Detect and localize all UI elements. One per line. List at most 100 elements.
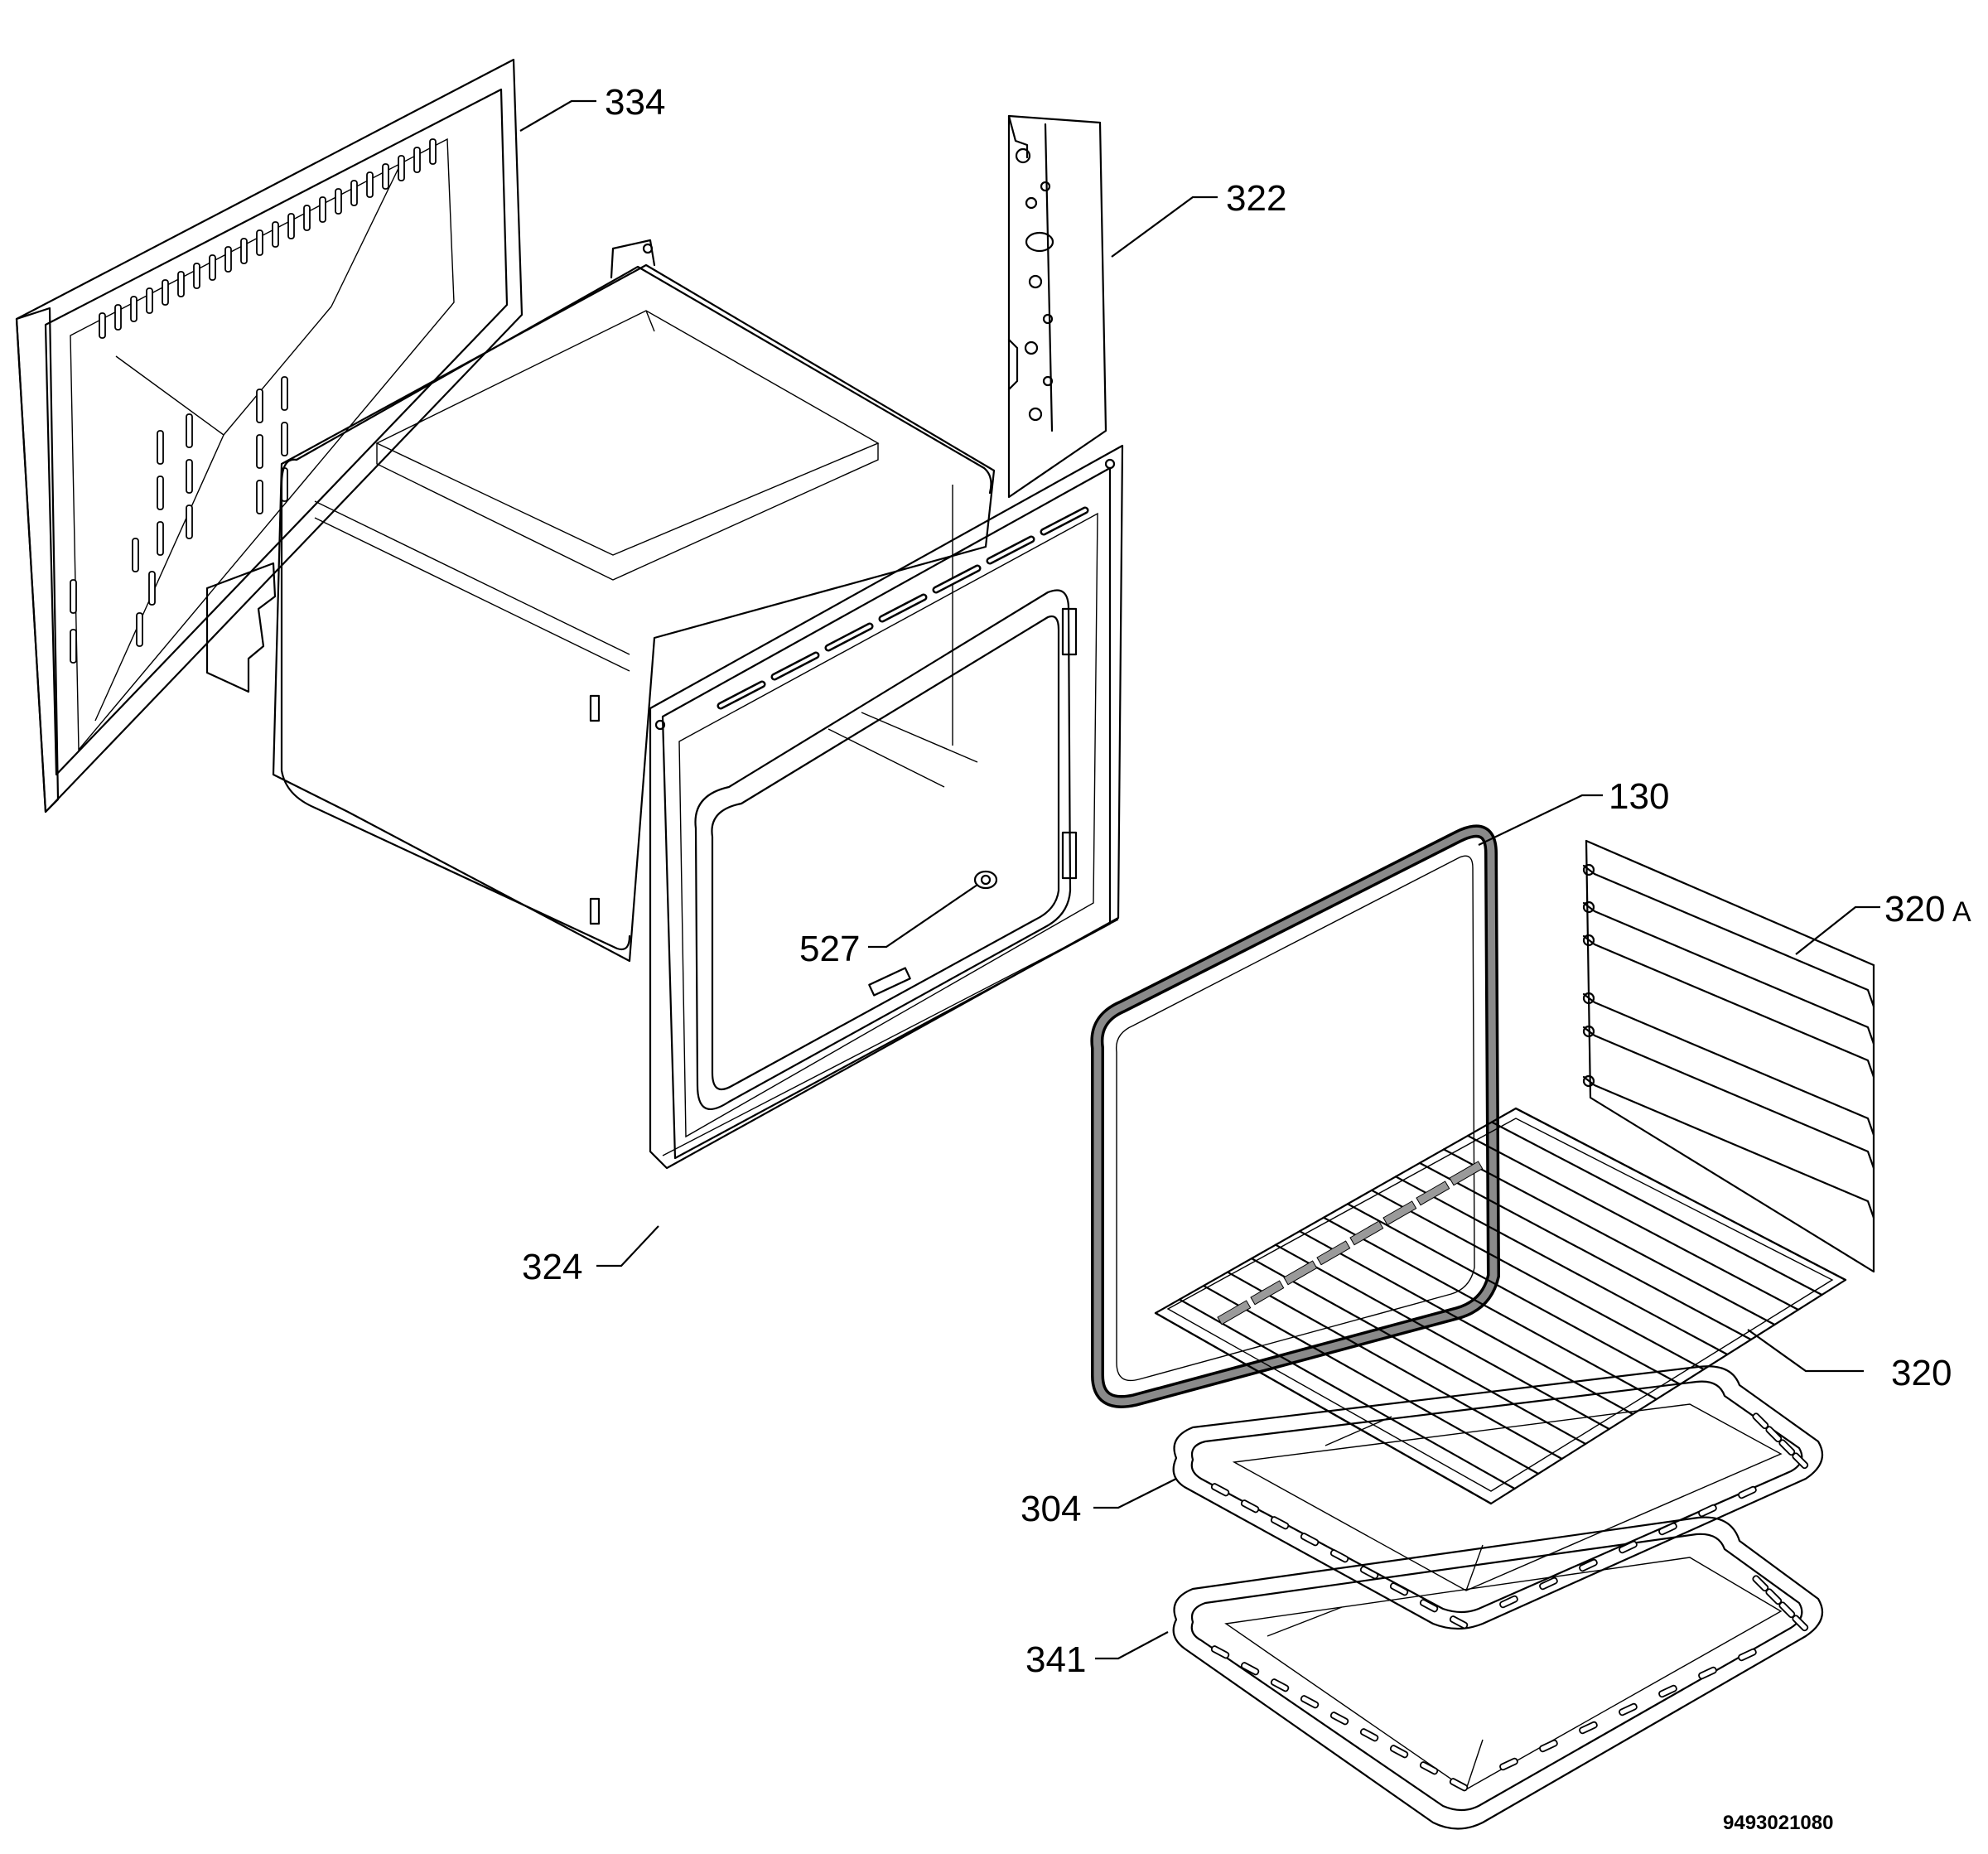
callout-341: 341 <box>1025 1639 1086 1680</box>
side-rack-rail-end <box>1582 900 1595 914</box>
rear-panel-slot <box>70 629 77 664</box>
tray-edge-slot <box>1210 1483 1230 1497</box>
door-gasket-130 <box>1090 824 1500 1408</box>
side-rack-rail-end <box>1582 992 1595 1005</box>
wire-shelf-bar <box>1178 1298 1516 1490</box>
wire-shelf-bar <box>1298 1230 1634 1416</box>
wire-shelf-bar <box>1490 1121 1823 1296</box>
front-frame-324 <box>649 444 1124 1170</box>
rear-panel-slot <box>186 505 193 539</box>
rear-panel-slot <box>256 480 263 514</box>
side-rack-frame-top <box>1585 839 1875 967</box>
tray-edge-slot <box>1329 1712 1349 1726</box>
tray-edge-slot <box>1270 1678 1290 1692</box>
rear-panel-slot <box>193 263 200 289</box>
rear-panel-slot <box>157 476 164 510</box>
rear-panel-slot <box>429 138 437 165</box>
wire-shelf-shadow <box>1382 1200 1417 1226</box>
wire-shelf-bar <box>1442 1148 1776 1326</box>
rear-panel-slot <box>70 579 77 614</box>
document-number: 9493021080 <box>1723 1812 1833 1834</box>
callout-304: 304 <box>1021 1489 1081 1529</box>
tray-edge-slot <box>1389 1582 1409 1596</box>
tray-edge-slot <box>1240 1499 1260 1514</box>
tray-edge-slot <box>1698 1666 1717 1680</box>
tray-edge-slot <box>1738 1485 1757 1499</box>
tray-edge-slot <box>1449 1778 1469 1792</box>
wire-shelf-bar <box>1370 1189 1705 1371</box>
rear-panel-slot <box>366 171 374 198</box>
wire-shelf-bar <box>1322 1216 1657 1401</box>
frame-vent-slot-inner <box>773 654 818 678</box>
rear-panel-slot <box>224 246 232 273</box>
frame-vent-slot-inner <box>934 567 979 591</box>
tray-edge-slot <box>1359 1728 1379 1742</box>
side-rack-rail <box>1582 992 1875 1137</box>
wire-shelf-bar <box>1466 1134 1800 1311</box>
rear-panel-slot <box>157 521 164 556</box>
side-rack-rail-end <box>1582 1074 1595 1088</box>
frame-vent-slot-inner <box>881 596 925 620</box>
tray-edge-slot <box>1329 1549 1349 1563</box>
callout-320a-suffix: A <box>1952 896 1971 928</box>
oven-cavity-box <box>272 239 996 963</box>
wire-shelf-frame <box>1154 1107 1847 1505</box>
tray-edge-slot <box>1698 1504 1717 1518</box>
tray-edge-slot <box>1752 1412 1769 1430</box>
tray-304-edge-slots <box>1210 1412 1809 1629</box>
tray-edge-slot <box>1300 1533 1320 1547</box>
tray-edge-slot <box>1792 1615 1809 1632</box>
frame-vent-slot-inner <box>719 683 764 707</box>
callout-324: 324 <box>522 1247 582 1287</box>
rear-panel-slot <box>335 188 342 215</box>
side-rack-rail-end <box>1582 863 1595 876</box>
callout-527: 527 <box>799 929 860 969</box>
side-rack-rail-end <box>1582 934 1595 947</box>
wire-shelf-shadow <box>1449 1161 1484 1186</box>
wire-shelf-bar <box>1346 1203 1682 1386</box>
side-rack-320a <box>1582 839 1875 1273</box>
wire-shelf-bar <box>1274 1243 1610 1431</box>
callout-334: 334 <box>605 82 665 123</box>
tray-edge-slot <box>1389 1745 1409 1759</box>
side-rack-rail <box>1582 864 1875 1008</box>
wire-shelf-bar <box>1418 1161 1752 1341</box>
tray-edge-slot <box>1765 1588 1783 1605</box>
front-frame-vent-slots <box>717 506 1089 710</box>
side-rack-rail <box>1582 1075 1875 1219</box>
tray-edge-slot <box>1300 1695 1320 1709</box>
tray-edge-slot <box>1792 1452 1809 1470</box>
tray-edge-slot <box>1778 1601 1796 1619</box>
rear-panel-slot <box>413 147 421 173</box>
rear-panel-slot <box>240 238 248 264</box>
rear-panel-slot <box>186 413 193 448</box>
rear-panel-slot <box>256 389 263 423</box>
wire-shelf-shadow <box>1416 1180 1450 1206</box>
rear-panel-slot <box>382 163 389 190</box>
frame-vent-slot-inner <box>827 625 871 649</box>
rear-panel-slot <box>350 180 358 206</box>
rear-panel-slot <box>287 213 295 239</box>
tray-edge-slot <box>1752 1575 1769 1592</box>
wire-shelf-shadow <box>1349 1220 1384 1246</box>
tray-edge-slot <box>1579 1721 1598 1735</box>
callout-322: 322 <box>1226 178 1286 219</box>
tray-edge-slot <box>1419 1599 1439 1613</box>
wire-shelf-bar <box>1514 1107 1847 1282</box>
wire-shelf-bar <box>1154 1311 1493 1505</box>
side-rack-rail <box>1582 1026 1875 1170</box>
callout-130: 130 <box>1609 776 1669 817</box>
rear-panel-slot <box>303 205 311 231</box>
side-rail-322 <box>1007 114 1107 499</box>
tray-edge-slot <box>1619 1702 1638 1716</box>
rear-panel-slot <box>209 254 216 281</box>
tray-edge-slot <box>1658 1684 1677 1698</box>
baking-tray-341 <box>1172 1516 1824 1830</box>
wire-shelf-shadow <box>1283 1260 1318 1286</box>
wire-shelf-shadow <box>1250 1280 1285 1306</box>
baking-tray-304 <box>1172 1365 1824 1630</box>
side-rack-frame <box>1585 839 1875 1273</box>
rear-panel-slot <box>148 571 156 606</box>
rear-panel-slot <box>136 612 143 647</box>
